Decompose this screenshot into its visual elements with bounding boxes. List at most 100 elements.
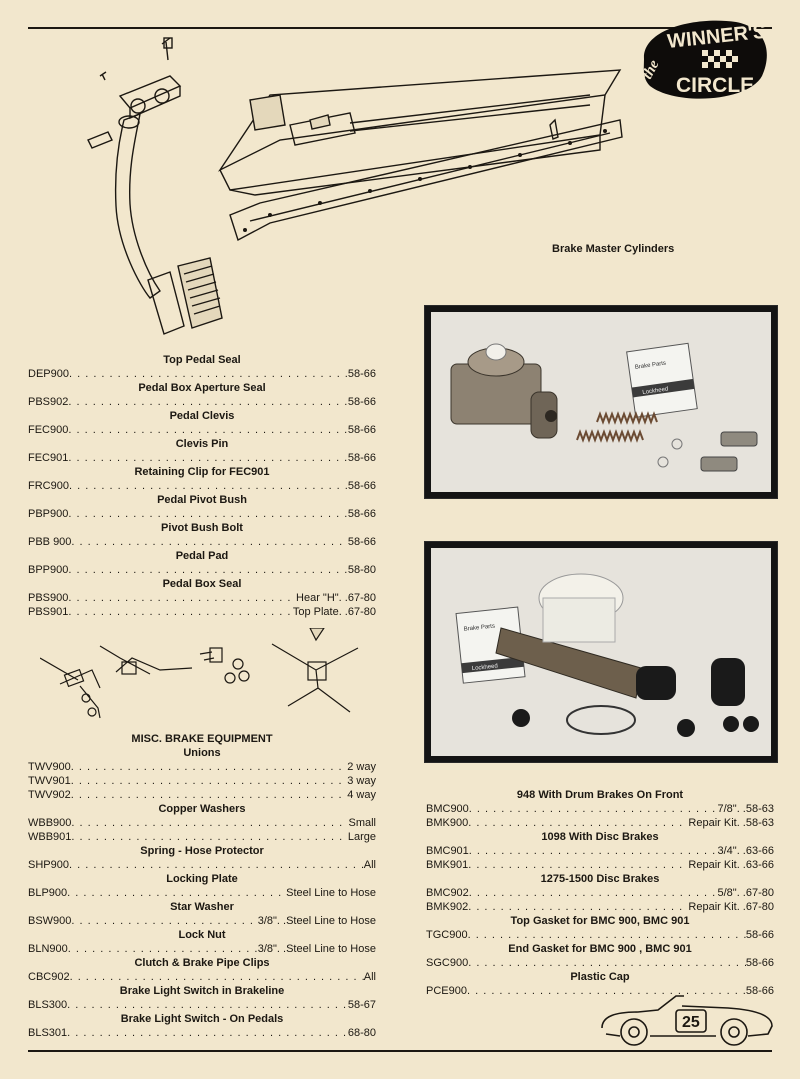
part-code: BSW900 bbox=[28, 915, 72, 927]
part-code: TGC900 bbox=[426, 929, 468, 941]
part-code: SGC900 bbox=[426, 957, 469, 969]
part-code: PBB 900 bbox=[28, 536, 72, 548]
section-heading: 948 With Drum Brakes On Front bbox=[516, 789, 684, 801]
part-application: 3/8". .Steel Line to Hose bbox=[257, 943, 376, 955]
dot-leader bbox=[469, 802, 718, 816]
dot-leader bbox=[71, 914, 257, 928]
part-code: PBS901 bbox=[28, 606, 69, 618]
part-application: 58-66 bbox=[347, 368, 376, 380]
part-application: Top Plate. .67-80 bbox=[292, 606, 376, 618]
part-application: 7/8". .58-63 bbox=[717, 803, 775, 815]
part-application: All bbox=[363, 859, 376, 871]
part-code: BMK901 bbox=[426, 859, 469, 871]
part-row: BLP900Steel Line to Hose bbox=[28, 886, 376, 900]
caption-brake-master-cylinders: Brake Master Cylinders bbox=[552, 243, 675, 255]
part-application: 58-66 bbox=[745, 957, 774, 969]
section-heading: Unions bbox=[183, 747, 221, 759]
part-application: 58-66 bbox=[347, 424, 376, 436]
part-application: 2 way bbox=[347, 761, 376, 773]
part-code: PBS900 bbox=[28, 592, 69, 604]
section-heading: Pedal Pad bbox=[175, 550, 229, 562]
bottom-rule bbox=[28, 1050, 772, 1052]
dot-leader bbox=[69, 858, 364, 872]
part-code: FEC900 bbox=[28, 424, 69, 436]
part-application: All bbox=[363, 971, 376, 983]
part-row: TWV9002 way bbox=[28, 760, 376, 774]
part-row: BMC9025/8". .67-80 bbox=[426, 886, 774, 900]
photo-bottom-box-text2: Lockheed bbox=[472, 663, 499, 672]
part-code: BLN900 bbox=[28, 943, 68, 955]
section-heading: Plastic Cap bbox=[570, 971, 630, 983]
part-code: FRC900 bbox=[28, 480, 69, 492]
section-heading: Pedal Box Seal bbox=[162, 578, 242, 590]
part-application: Repair Kit. .63-66 bbox=[688, 859, 774, 871]
part-application: 68-80 bbox=[347, 1027, 376, 1039]
section-heading: Pedal Box Aperture Seal bbox=[138, 382, 266, 394]
dot-leader bbox=[68, 942, 258, 956]
section-heading: Pedal Pivot Bush bbox=[157, 494, 247, 506]
part-row: FEC900 58-66 bbox=[28, 423, 376, 437]
photo-dual-cylinder-drawing: Brake Parts Lockheed bbox=[455, 573, 759, 737]
part-application: 58-66 bbox=[347, 480, 376, 492]
top-rule bbox=[28, 27, 772, 29]
page-number: 25 bbox=[682, 1014, 700, 1031]
dot-leader bbox=[69, 479, 348, 493]
dot-leader bbox=[468, 816, 688, 830]
dot-leader bbox=[70, 970, 364, 984]
part-row: PBS902 58-66 bbox=[28, 395, 376, 409]
part-application: 3/4". .63-66 bbox=[717, 845, 775, 857]
winners-circle-logo: the WINNER'S CIRCLE bbox=[639, 20, 767, 99]
logo-text-circle: CIRCLE bbox=[676, 74, 754, 97]
part-row: PBS901 Top Plate. .67-80 bbox=[28, 605, 376, 619]
dot-leader bbox=[68, 395, 347, 409]
photo-master-cylinder-parts: Brake Parts Lockheed bbox=[425, 306, 777, 498]
part-application: 4 way bbox=[347, 789, 376, 801]
photo-dual-master-cylinder-parts: Brake Parts Lockheed bbox=[425, 542, 777, 762]
dot-leader bbox=[68, 563, 347, 577]
part-code: BPP900 bbox=[28, 564, 69, 576]
section-heading: Retaining Clip for FEC901 bbox=[134, 466, 270, 478]
section-heading: 1275-1500 Disc Brakes bbox=[540, 873, 660, 885]
part-code: BMK902 bbox=[426, 901, 469, 913]
part-code: WBB901 bbox=[28, 831, 72, 843]
dot-leader bbox=[71, 788, 347, 802]
section-heading: End Gasket for BMC 900 , BMC 901 bbox=[508, 943, 692, 955]
part-code: CBC902 bbox=[28, 971, 70, 983]
part-application: 58-66 bbox=[347, 508, 376, 520]
dot-leader bbox=[67, 1026, 348, 1040]
part-application: 3 way bbox=[347, 775, 376, 787]
master-cylinder-parts-list: 948 With Drum Brakes On FrontBMC9007/8".… bbox=[426, 788, 774, 998]
part-row: SHP900All bbox=[28, 858, 376, 872]
dot-leader bbox=[469, 886, 718, 900]
dot-leader bbox=[468, 858, 688, 872]
part-application: 58-66 bbox=[347, 396, 376, 408]
photo-master-cylinder-drawing: Brake Parts Lockheed bbox=[450, 342, 758, 472]
part-code: BLS301 bbox=[28, 1027, 68, 1039]
part-application: 58-67 bbox=[347, 999, 376, 1011]
part-code: TWV901 bbox=[28, 775, 71, 787]
photo-top-box-text2: Lockheed bbox=[642, 386, 669, 396]
part-row: FEC90158-66 bbox=[28, 451, 376, 465]
part-application: 58-80 bbox=[347, 564, 376, 576]
dot-leader bbox=[68, 605, 292, 619]
dot-leader bbox=[71, 816, 348, 830]
part-code: PBS902 bbox=[28, 396, 69, 408]
part-application: 58-66 bbox=[745, 929, 774, 941]
dot-leader bbox=[71, 535, 347, 549]
section-heading: Brake Light Switch in Brakeline bbox=[119, 985, 285, 997]
dot-leader bbox=[68, 423, 348, 437]
part-code: TWV902 bbox=[28, 789, 71, 801]
section-heading: Clevis Pin bbox=[175, 438, 229, 450]
part-code: WBB900 bbox=[28, 817, 72, 829]
part-row: BSW9003/8". .Steel Line to Hose bbox=[28, 914, 376, 928]
part-code: PBP900 bbox=[28, 508, 69, 520]
section-heading: Brake Light Switch - On Pedals bbox=[120, 1013, 284, 1025]
part-row: BMC9007/8". .58-63 bbox=[426, 802, 774, 816]
part-row: BPP900 58-80 bbox=[28, 563, 376, 577]
part-row: TWV902 4 way bbox=[28, 788, 376, 802]
section-heading: Clutch & Brake Pipe Clips bbox=[134, 957, 270, 969]
part-row: PCE90058-66 bbox=[426, 984, 774, 998]
dot-leader bbox=[67, 886, 286, 900]
